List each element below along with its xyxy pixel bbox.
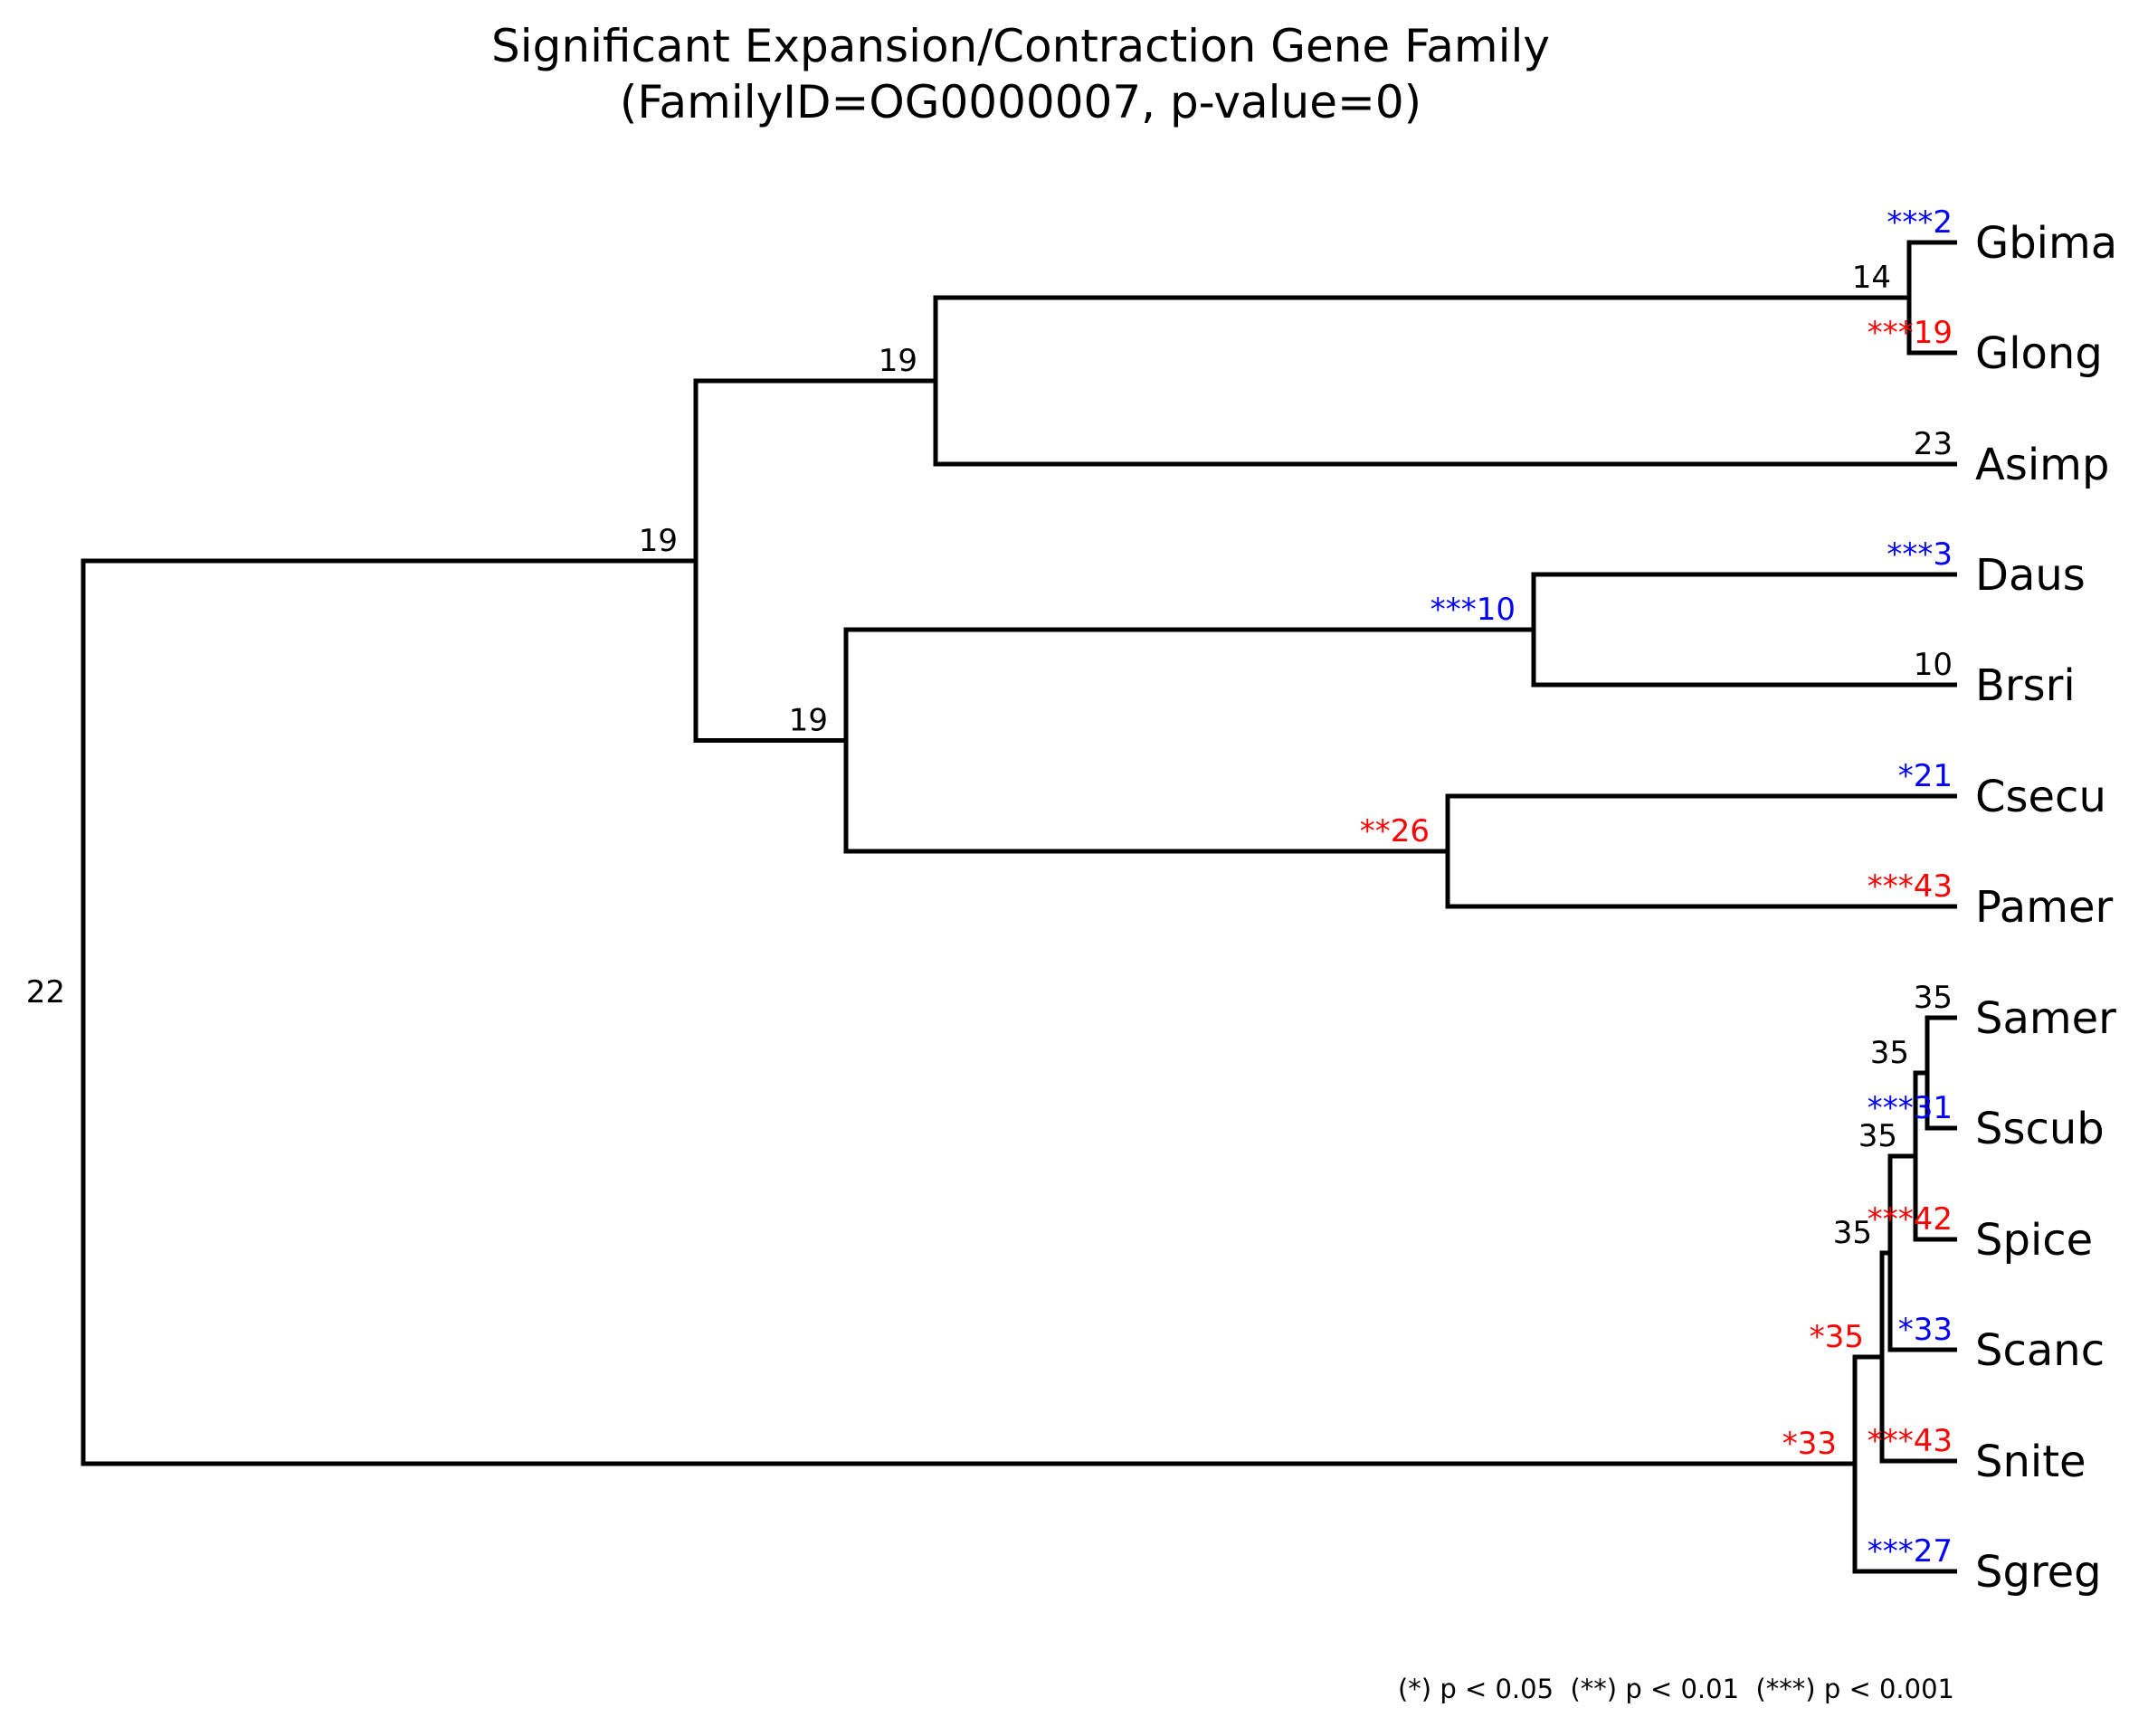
node-label-s33: *33	[1782, 1426, 1837, 1462]
count-label-Gbima: ***2	[1887, 204, 1953, 241]
significance-legend: (*) p < 0.05 (**) p < 0.01 (***) p < 0.0…	[1397, 1674, 1954, 1704]
count-label-Sscub: ***31	[1868, 1090, 1953, 1126]
tip-label-Csecu: Csecu	[1975, 772, 2106, 822]
tip-label-Sgreg: Sgreg	[1975, 1547, 2102, 1598]
count-label-Asimp: 23	[1914, 426, 1953, 462]
tip-label-Samer: Samer	[1975, 993, 2116, 1044]
count-label-Snite: ***43	[1868, 1423, 1953, 1459]
tip-label-Sscub: Sscub	[1975, 1104, 2105, 1154]
count-label-Samer: 35	[1914, 980, 1953, 1016]
tip-label-Pamer: Pamer	[1975, 882, 2113, 933]
count-label-Daus: ***3	[1887, 536, 1953, 573]
count-label-Scanc: *33	[1898, 1312, 1953, 1348]
node-label-n19c: 19	[789, 703, 828, 739]
node-label-s35: *35	[1810, 1319, 1864, 1355]
title-line2: (FamilyID=OG0000007, p-value=0)	[619, 76, 1422, 128]
node-label-n35a: 35	[1833, 1215, 1872, 1251]
tip-label-Scanc: Scanc	[1975, 1325, 2105, 1376]
node-label-n10: ***10	[1430, 592, 1516, 628]
count-label-Brsri: 10	[1914, 647, 1953, 683]
count-label-Spice: ***42	[1868, 1201, 1953, 1238]
count-label-Glong: ***19	[1868, 315, 1953, 351]
node-label-root: 22	[26, 974, 65, 1010]
tip-label-Brsri: Brsri	[1975, 660, 2076, 711]
node-label-n35c: 35	[1870, 1035, 1909, 1071]
tip-label-Gbima: Gbima	[1975, 218, 2117, 269]
tip-label-Asimp: Asimp	[1975, 440, 2109, 490]
title-line1: Significant Expansion/Contraction Gene F…	[491, 20, 1550, 72]
node-label-n26: **26	[1360, 813, 1430, 849]
figure-title: Significant Expansion/Contraction Gene F…	[491, 18, 1550, 130]
tip-label-Glong: Glong	[1975, 328, 2103, 379]
node-label-n19b: 19	[879, 343, 917, 379]
count-label-Pamer: ***43	[1868, 868, 1953, 905]
tip-label-Daus: Daus	[1975, 550, 2086, 601]
node-label-n19a: 19	[639, 523, 678, 559]
count-label-Sgreg: ***27	[1868, 1533, 1953, 1570]
node-label-n35b: 35	[1858, 1118, 1897, 1154]
node-label-n14: 14	[1852, 260, 1891, 296]
tip-label-Spice: Spice	[1975, 1215, 2093, 1266]
tip-label-Snite: Snite	[1975, 1437, 2086, 1487]
count-label-Csecu: *21	[1898, 758, 1953, 794]
